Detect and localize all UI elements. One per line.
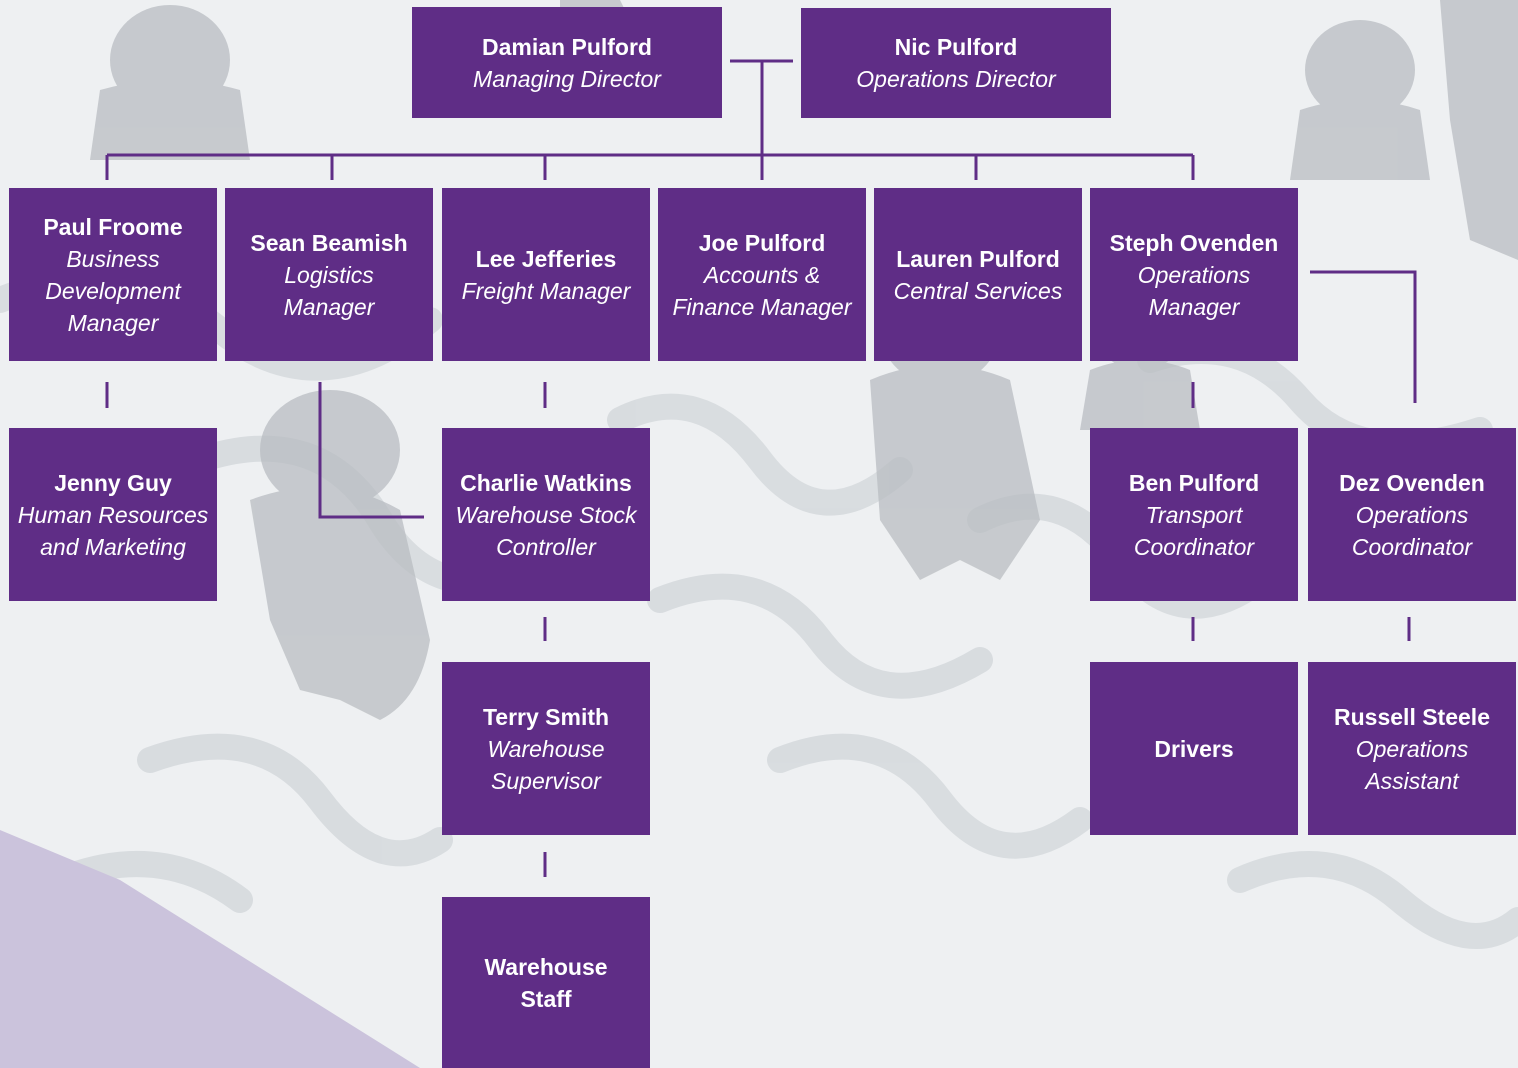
link-steph-dez [1310,270,1417,403]
box-joe-pulford: Joe Pulford Accounts & Finance Manager [658,188,866,361]
person-role: Warehouse Stock Controller [455,501,637,560]
person-role: Operations Manager [1137,261,1251,320]
box-ben-pulford: Ben Pulford Transport Coordinator [1090,428,1298,601]
person-role: Operations Assistant [1355,735,1469,794]
person-name: Dez Ovenden [1339,469,1485,496]
person-name: Damian Pulford [482,33,652,60]
person-name: Russell Steele [1334,703,1490,730]
person-role: Human Resources and Marketing [17,501,209,560]
person-name: Jenny Guy [54,469,172,496]
person-role: Warehouse Supervisor [487,735,605,794]
box-russell-steele: Russell Steele Operations Assistant [1308,662,1516,835]
person-role: Operations Director [856,66,1056,92]
person-role: Accounts & Finance Manager [672,261,852,320]
person-name: Charlie Watkins [460,469,632,496]
person-name: Nic Pulford [894,34,1018,60]
box-warehouse-staff: Warehouse Staff [442,897,650,1068]
box-sean-beamish: Sean Beamish Logistics Manager [225,188,433,361]
person-name: Ben Pulford [1128,469,1260,496]
box-nic-pulford: Nic Pulford Operations Director [801,8,1111,118]
person-role: Central Services [893,277,1063,304]
box-dez-ovenden: Dez Ovenden Operations Coordinator [1308,428,1516,601]
person-name: Lauren Pulford [896,245,1060,272]
group-name: Drivers [1154,735,1234,762]
person-role: Logistics Manager [283,261,375,320]
box-lauren-pulford: Lauren Pulford Central Services [874,188,1082,361]
box-paul-froome: Paul Froome Business Development Manager [9,188,217,361]
box-drivers: Drivers [1090,662,1298,835]
person-role: Transport Coordinator [1133,501,1255,560]
box-steph-ovenden: Steph Ovenden Operations Manager [1090,188,1298,361]
person-role: Operations Coordinator [1351,501,1473,560]
person-role: Freight Manager [461,277,631,304]
box-jenny-guy: Jenny Guy Human Resources and Marketing [9,428,217,601]
box-lee-jefferies: Lee Jefferies Freight Manager [442,188,650,361]
link-sean-charlie [318,382,424,519]
person-name: Paul Froome [43,213,183,240]
group-name: Warehouse Staff [484,953,608,1012]
box-charlie-watkins: Charlie Watkins Warehouse Stock Controll… [442,428,650,601]
box-damian-pulford: Damian Pulford Managing Director [412,7,722,118]
person-name: Steph Ovenden [1109,229,1279,256]
box-terry-smith: Terry Smith Warehouse Supervisor [442,662,650,835]
person-role: Managing Director [473,65,661,92]
person-name: Joe Pulford [698,229,826,256]
person-name: Sean Beamish [250,229,408,256]
person-name: Lee Jefferies [475,245,617,272]
person-role: Business Development Manager [45,245,181,336]
person-name: Terry Smith [482,703,610,730]
